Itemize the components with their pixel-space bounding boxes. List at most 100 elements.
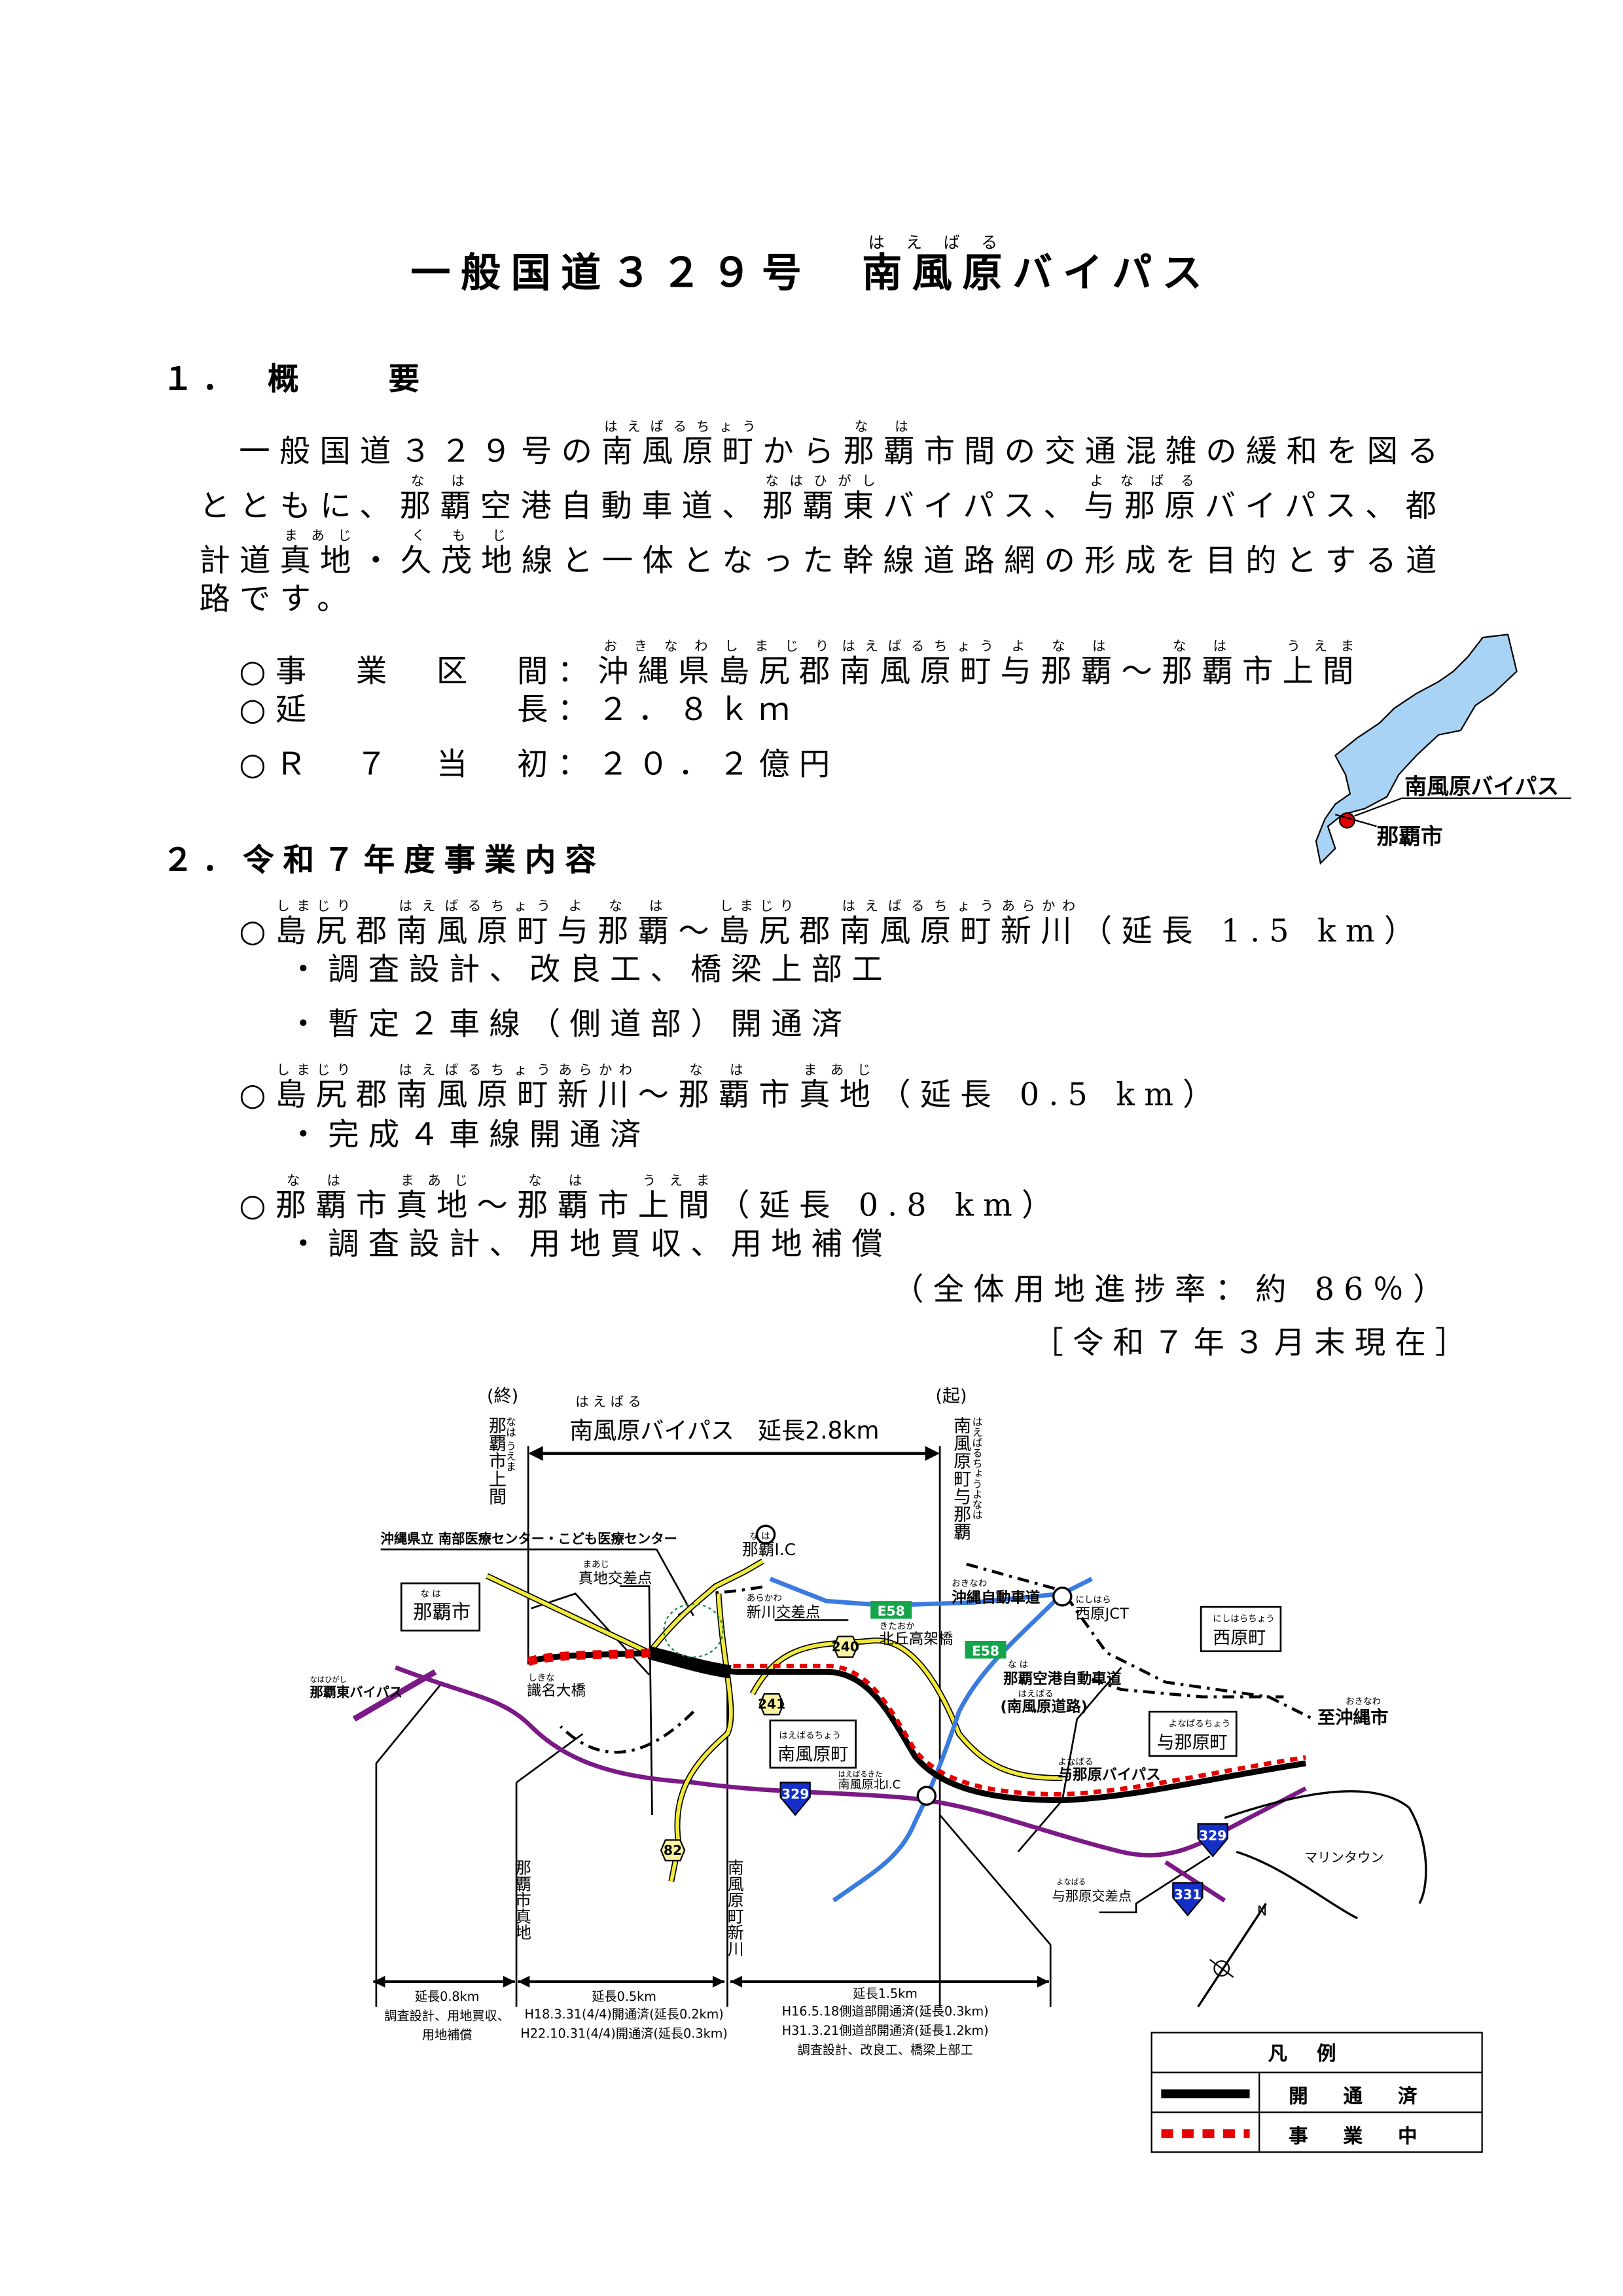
shield-331-label: 331 [1174,1887,1202,1903]
ruby-base: 真地 [396,1187,477,1223]
ruby-base: 那覇東 [762,488,883,524]
text-segment: バイパス、都 [1204,488,1446,524]
ruby-base: 上間 [1282,653,1363,689]
pref-roads [486,1559,1063,1882]
ruby-base: 南風原町 [396,1077,558,1113]
shield-82-label: 82 [664,1842,682,1858]
text-line-w3a: ・調査設計、用地買収、用地補償 [288,1229,892,1260]
ruby-base: 那覇 [1161,653,1243,689]
seg1-length: 延長0.8km [415,1989,480,2004]
text-segment: とともに、 [199,488,400,524]
legend-row-in-progress: 事業中 [1152,2111,1482,2152]
start-place: 南風原町与那覇 [950,1416,971,1541]
seg1-line1: 調査設計、用地買収、 [384,2008,510,2023]
text-segment: ・ [360,543,401,579]
text-segment: 郡 [355,1077,397,1113]
haebaru-road-ruby: はえばる [1018,1689,1054,1700]
furigana: なは [678,1064,759,1079]
furigana: しまじり [718,900,799,915]
seg2-length: 延長0.5km [592,1989,656,2004]
furigana: はえばるちょう [396,900,558,915]
naha-east-bp-ruby: なはひがし [310,1675,346,1684]
furigana: まあじ [799,1064,880,1079]
naha-city-ruby: な は [421,1588,441,1599]
ruby-word: 南風原町はえばるちょう [840,900,1001,949]
legend-row-opened: 開通済 [1152,2072,1482,2112]
arakawa-cross-ruby: あらかわ [747,1593,782,1604]
ruby-word: 久茂地くもじ [401,529,522,579]
legend-swatch-in-progress [1161,2129,1250,2138]
ruby-base: 島尻 [275,1077,356,1113]
ruby-word: 那覇なは [400,475,480,524]
shield-82 [660,1839,686,1862]
shield-329-b-label: 329 [1199,1827,1226,1843]
ruby-base: 島尻 [275,913,356,949]
ruby-base: 与那覇 [557,913,679,949]
maaji-cross-ruby: まあじ [583,1559,610,1570]
shield-e58-b-label: E58 [972,1643,999,1659]
map-labels: (終) (起) 南風原バイパス 延長2.8km は え ば る 那覇市上間 南風… [310,1386,1388,1957]
segment-notes: 延長0.8km 調査設計、用地買収、 用地補償 延長0.5km H18.3.31… [384,1986,988,2058]
legend-swatch-opened [1161,2089,1250,2098]
ruby-base: 新川 [1000,913,1081,949]
ruby-base: 真地 [799,1077,880,1113]
text-segment: ○事 業 区 間： [239,653,598,689]
furigana: なは [517,1174,598,1190]
ruby-base: 久茂地 [401,543,522,579]
text-line-h1: １． 概 要 [162,364,429,395]
ruby-word: 那覇なは [843,421,923,469]
shield-241-label: 241 [758,1696,785,1712]
inset-label-bypass: 南風原バイパス [1404,774,1559,799]
furigana: しまじり [275,900,356,915]
ruby-word: 島尻しまじり [719,900,799,949]
text-line-w2: ○島尻しまじり郡南風原町はえばるちょう新川あらかわ～那覇なは市真地まあじ（延長 … [239,1064,1223,1111]
nishihara-jct-label: 西原JCT [1076,1605,1129,1623]
shikina-label: 識名大橋 [527,1682,586,1699]
ruby-word: 真地まあじ [279,529,361,579]
furigana: はえばるちょう [396,1064,558,1079]
ruby-base: 真地 [279,543,361,579]
haebaru-north-ic-label: 南風原北I.C [838,1778,901,1791]
seg3-length: 延長1.5km [853,1986,918,2001]
shield-240 [832,1636,859,1658]
start-place-ruby: はえばるちょうよなは [971,1416,983,1520]
furigana: うえま [1282,640,1363,655]
ruby-base: 南風原町 [396,913,558,949]
route-shields: 240 241 82 329 329 331 E58 E58 [660,1601,1228,1917]
nishihara-town-label: 西原町 [1213,1628,1266,1649]
text-segment: バイパス、 [883,488,1084,524]
text-segment: ～ [476,1187,518,1223]
ruby-word: 南風原町はえばるちょう [839,640,1000,689]
text-segment: ・暫定２車線（側道部）開通済 [287,1006,852,1042]
text-line-w1b: ・暫定２車線（側道部）開通済 [288,1009,852,1040]
ruby-word: 南風原町はえばるちょう [396,900,558,949]
legend-label-opened: 開通済 [1289,2086,1453,2109]
text-segment: ２．令和７年度事業内容 [162,842,606,878]
ruby-base: 那覇 [678,1077,759,1113]
ruby-word: 与那原よなばる [1084,475,1205,524]
ruby-base: 島尻郡 [718,653,840,689]
text-segment: 空港自動車道、 [480,488,762,524]
maaji-place-label: 那覇市真地 [513,1859,532,1941]
inset-leader-naha [1335,814,1377,827]
ruby-base: 与那原 [1084,488,1205,524]
ruby-word: 島尻郡しまじり [718,640,840,689]
ruby-word: 那覇なは [276,1175,356,1223]
title-prefix: 一般国道３２９号 [410,251,863,297]
yonabaru-cross-label: 与那原交差点 [1052,1888,1132,1904]
arakawa-place-label: 南風原町新川 [725,1859,744,1956]
ruby-word: 上間うえま [638,1175,719,1223]
furigana: はえばるちょう [839,640,1001,655]
page-title: 一般国道３２９号 南風原はえばるバイパス [0,233,1623,298]
furigana: あらかわ [1000,900,1081,915]
map-legend: 凡例 開通済 事業中 [1150,2032,1483,2153]
bypass-title: 南風原バイパス 延長2.8km [569,1417,879,1444]
bypass-title-ruby: は え ば る [575,1394,641,1410]
segment-arrows [373,1975,1049,1988]
ruby-word: 那覇なは [517,1175,597,1223]
haebaru-road-label: (南風原道路) [1001,1698,1088,1715]
seg2-line2: H22.10.31(4/4)開通済(延長0.3km) [520,2026,727,2041]
ruby-word: 与那覇よなは [1001,640,1122,689]
yonabaru-cross-ruby: よなばる [1056,1878,1086,1886]
